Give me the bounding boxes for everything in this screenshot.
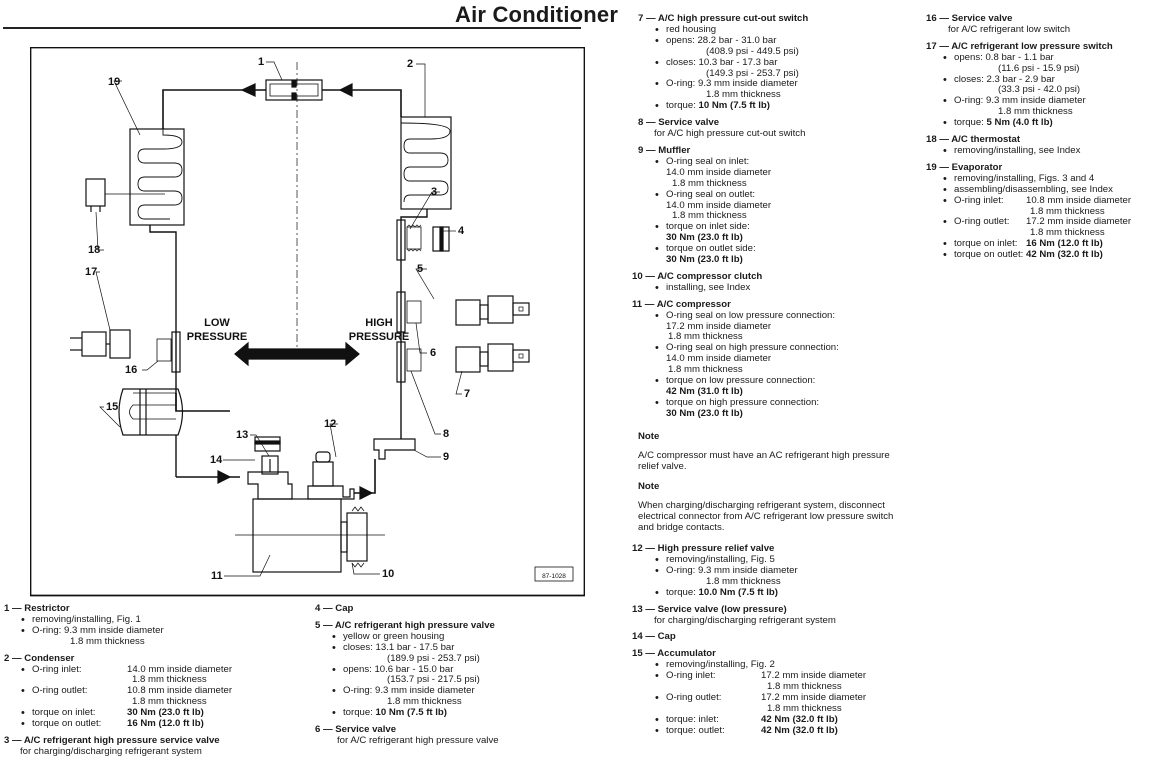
- high-pressure-label-2: PRESSURE: [349, 331, 410, 343]
- page-title: Air Conditioner: [455, 2, 619, 27]
- cap-4: [432, 226, 450, 252]
- legend-item-14: 14 — Cap: [632, 631, 676, 643]
- muffler: [373, 438, 416, 460]
- service-valve-6: [396, 291, 422, 333]
- legend-item-7: 7 — A/C high pressure cut-out switch red…: [638, 13, 908, 112]
- low-pressure-switch-17: [70, 329, 131, 359]
- legend-item-10: 10 — A/C compressor clutch installing, s…: [632, 271, 908, 294]
- cap-14: [254, 436, 281, 452]
- figure-id: 87-1028: [542, 573, 566, 580]
- flow-arrow-right-1: [217, 470, 232, 484]
- legend-item-13: 13 — Service valve (low pressure) for ch…: [632, 603, 836, 626]
- callout-7: 7: [464, 388, 470, 400]
- legend-item-15: 15 — Accumulator removing/installing, Fi…: [632, 648, 908, 736]
- compressor: [235, 471, 385, 573]
- flow-arrow-left-1: [240, 83, 256, 97]
- callout-2: 2: [407, 58, 413, 70]
- note-1: Note A/C compressor must have an AC refr…: [638, 430, 890, 472]
- callout-6: 6: [430, 347, 436, 359]
- legend-column-3: 7 — A/C high pressure cut-out switch red…: [632, 13, 908, 743]
- callout-10: 10: [382, 568, 394, 580]
- callout-15: 15: [106, 401, 118, 413]
- legend-item-16: 16 — Service valve for A/C refrigerant l…: [926, 13, 1071, 35]
- title-divider: [3, 27, 581, 29]
- callout-4: 4: [458, 225, 465, 237]
- high-pressure-valve-5: [455, 295, 530, 326]
- flow-arrow-left-2: [338, 83, 353, 97]
- callout-13: 13: [236, 429, 248, 441]
- callout-16: 16: [125, 364, 137, 376]
- low-pressure-label-1: LOW: [204, 317, 230, 329]
- service-valve-8: [396, 341, 422, 383]
- flow-arrow-right-2: [359, 486, 374, 500]
- legend-item-12: 12 — High pressure relief valve removing…: [632, 543, 908, 599]
- legend-column-2: 4 — Cap 5 — A/C refrigerant high pressur…: [315, 603, 499, 753]
- low-pressure-label-2: PRESSURE: [187, 331, 248, 343]
- ac-system-diagram-lower: 1 2 3 4 5 6 7 8 9 10 11 12 13 14 15 16 1…: [30, 47, 585, 597]
- callout-17: 17: [85, 266, 97, 278]
- legend-item-17: 17 — A/C refrigerant low pressure switch…: [926, 41, 1131, 129]
- legend-column-1: 1 — Restrictor removing/installing, Fig.…: [4, 603, 232, 764]
- legend-item-11: 11 — A/C compressor O-ring seal on low p…: [632, 299, 908, 420]
- legend-item-9: 9 — Muffler O-ring seal on inlet: 14.0 m…: [638, 145, 908, 266]
- legend-column-4: 16 — Service valve for A/C refrigerant l…: [926, 13, 1131, 267]
- evaporator: [129, 128, 185, 285]
- service-valve-13: [261, 455, 279, 475]
- condenser: [400, 116, 452, 239]
- diagram-frame-full: [30, 47, 585, 597]
- service-valve-16: [156, 331, 181, 373]
- restrictor: [265, 79, 323, 101]
- cut-out-switch-7: [455, 343, 530, 373]
- accumulator: [118, 388, 184, 436]
- note-2: Note When charging/discharging refrigera…: [638, 481, 894, 534]
- legend-item-1: 1 — Restrictor removing/installing, Fig.…: [4, 603, 232, 648]
- legend-item-5: 5 — A/C refrigerant high pressure valve …: [315, 620, 499, 719]
- callout-9: 9: [443, 451, 449, 463]
- double-arrow: [234, 341, 360, 367]
- callout-8: 8: [443, 428, 449, 440]
- callout-14: 14: [210, 454, 223, 466]
- service-valve-3: [396, 219, 422, 261]
- legend-item-6: 6 — Service valve for A/C refrigerant hi…: [315, 724, 499, 746]
- relief-valve-12: [312, 451, 334, 487]
- callout-11: 11: [211, 570, 223, 582]
- legend-item-4: 4 — Cap: [315, 603, 354, 614]
- legend-item-18: 18 — A/C thermostat removing/installing,…: [926, 134, 1131, 157]
- callout-18: 18: [88, 244, 100, 256]
- legend-item-2: 2 — Condenser O-ring inlet:14.0 mm insid…: [4, 653, 232, 730]
- legend-item-3: 3 — A/C refrigerant high pressure servic…: [4, 734, 220, 757]
- high-pressure-label-1: HIGH: [365, 317, 393, 329]
- figure-id-box: [534, 566, 574, 582]
- callout-1: 1: [258, 56, 264, 68]
- legend-item-19: 19 — Evaporator removing/installing, Fig…: [926, 162, 1131, 261]
- evaporator-inlet-line: [162, 89, 266, 129]
- legend-item-8: 8 — Service valve for A/C high pressure …: [638, 117, 806, 140]
- thermostat: [85, 178, 165, 212]
